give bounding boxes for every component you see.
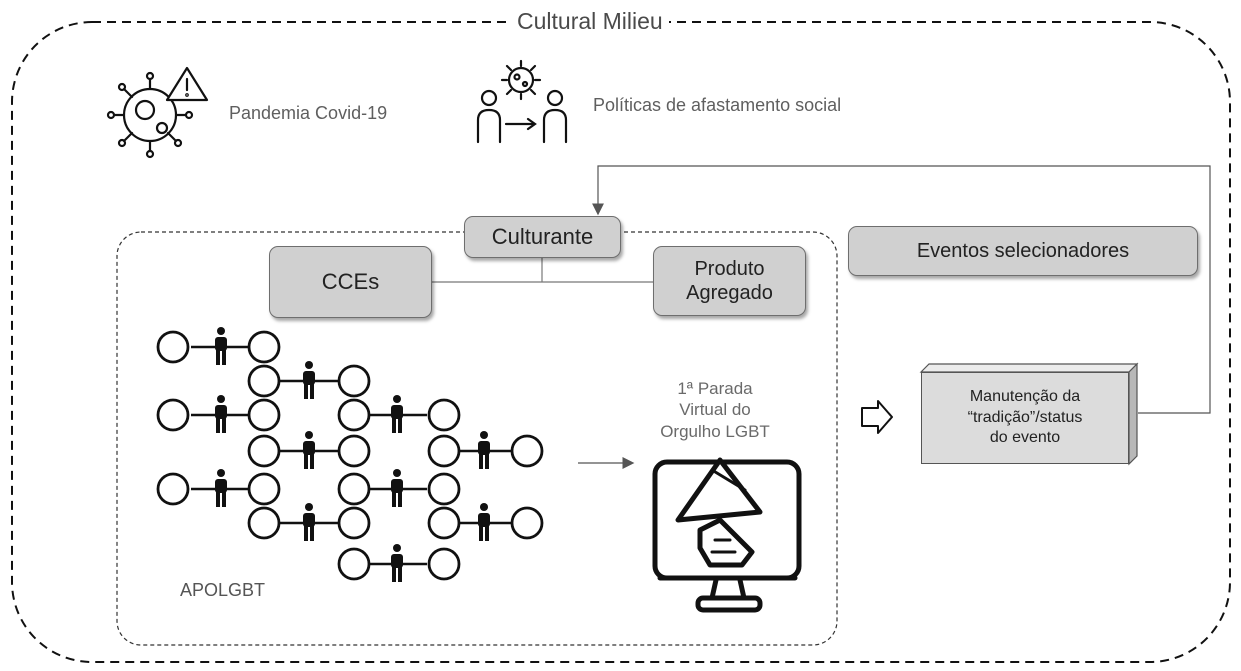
produto-line1: Produto (694, 258, 765, 280)
pandemic-label: Pandemia Covid-19 (229, 103, 388, 123)
network-node (427, 398, 461, 432)
person-icon (478, 431, 490, 469)
network-node (247, 364, 281, 398)
parada-line2: Virtual do (679, 400, 751, 420)
culturant-connectors (430, 258, 655, 283)
network-node (510, 434, 544, 468)
network-node (247, 398, 281, 432)
network-node (337, 398, 371, 432)
network-node (337, 506, 371, 540)
person-icon (215, 395, 227, 433)
person-icon (303, 361, 315, 399)
eventos-selecionadores-box: Eventos selecionadores (848, 226, 1198, 276)
network-node (156, 472, 190, 506)
network-node (247, 434, 281, 468)
network-node (156, 330, 190, 364)
person-icon (303, 503, 315, 541)
network-node (427, 547, 461, 581)
person-icon (391, 395, 403, 433)
produto-agregado-box: Produto Agregado (653, 246, 806, 316)
network-node (337, 547, 371, 581)
cultural-milieu-title: Cultural Milieu (511, 8, 669, 35)
person-icon (303, 431, 315, 469)
network-node (427, 506, 461, 540)
network-node (156, 398, 190, 432)
apolgbt-label: APOLGBT (180, 580, 266, 600)
person-icon (215, 469, 227, 507)
produto-line2: Agregado (686, 282, 773, 304)
network-node (427, 472, 461, 506)
person-icon (215, 327, 227, 365)
parada-label: 1ª Parada Virtual do Orgulho LGBT (650, 378, 780, 442)
culturant-label: Culturante (491, 223, 594, 249)
monitor-megaphone-icon (652, 457, 802, 613)
network-node (427, 434, 461, 468)
network-node (247, 330, 281, 364)
network-node (247, 472, 281, 506)
cces-box: CCEs (269, 246, 432, 318)
culturant-box: Culturante (464, 216, 621, 258)
network-node (337, 434, 371, 468)
policies-label: Políticas de afastamento social (593, 95, 842, 115)
parada-line1: 1ª Parada (677, 379, 753, 398)
feedback-arrow (592, 165, 1211, 414)
apolgbt-network (156, 327, 544, 582)
person-icon (391, 544, 403, 582)
network-node (337, 472, 371, 506)
block-arrow-icon (861, 400, 893, 434)
manutencao-line2: “tradição”/status (967, 408, 1083, 426)
network-node (247, 506, 281, 540)
manutencao-box: Manutenção da “tradição”/status do event… (921, 372, 1129, 464)
person-icon (478, 503, 490, 541)
parada-line3: Orgulho LGBT (660, 421, 770, 441)
manutencao-line3: do evento (989, 429, 1061, 447)
social-distancing-icon (476, 59, 568, 144)
network-node (337, 364, 371, 398)
eventos-selecionadores-label: Eventos selecionadores (916, 240, 1130, 262)
cces-label: CCEs (321, 268, 380, 294)
network-node (510, 506, 544, 540)
person-icon (391, 469, 403, 507)
manutencao-line1: Manutenção da (969, 387, 1081, 405)
virus-warning-icon (106, 66, 209, 159)
